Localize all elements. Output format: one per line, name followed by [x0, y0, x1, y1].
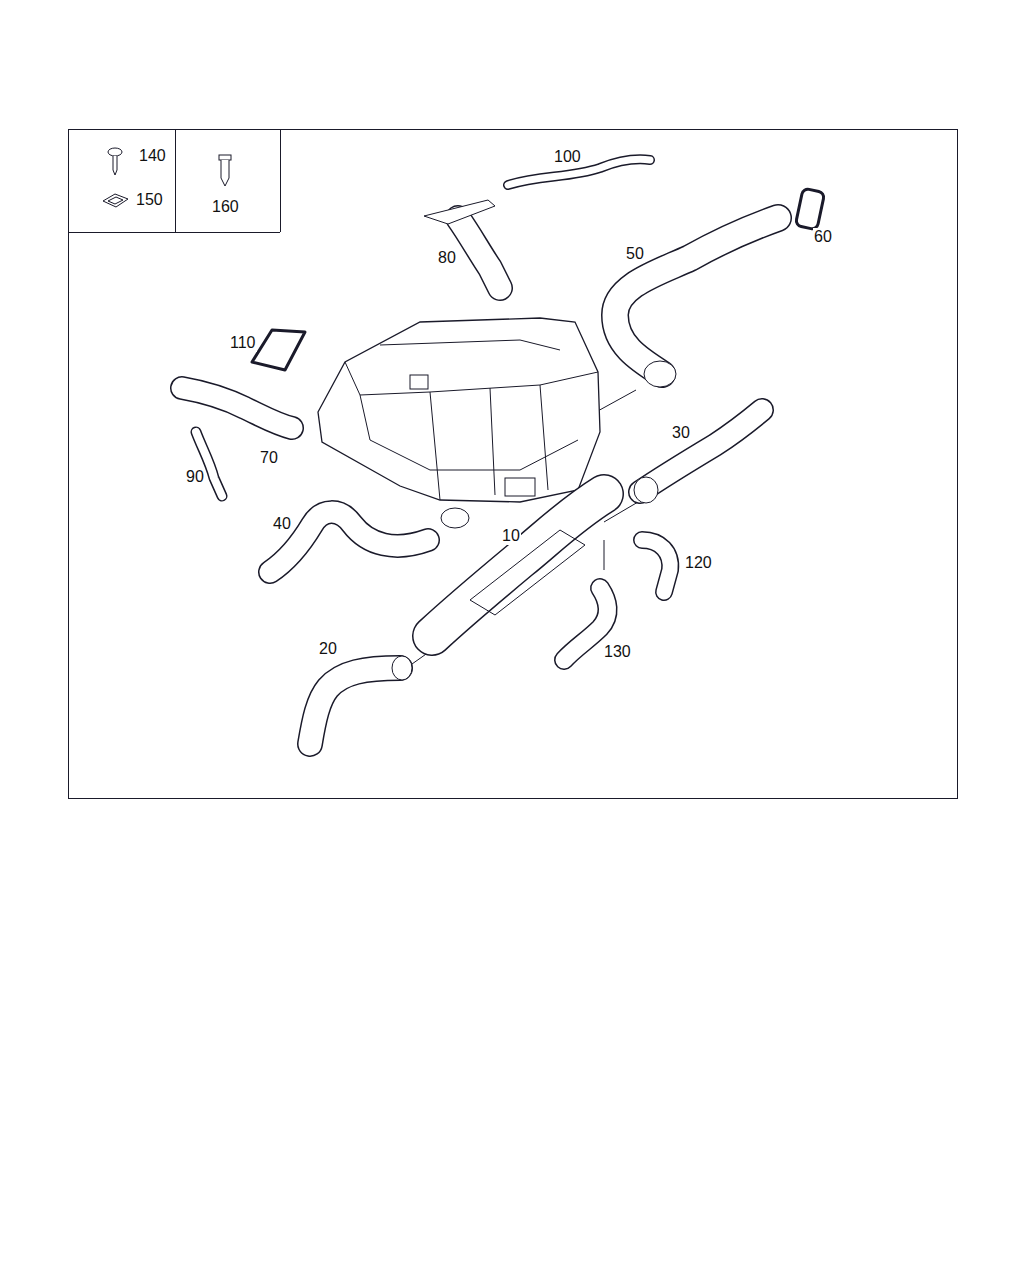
callout-number: 160	[211, 198, 240, 216]
callout-number: 90	[185, 468, 205, 486]
seal-ring	[252, 330, 305, 370]
callout-number: 70	[259, 449, 279, 467]
callout-number: 130	[603, 643, 632, 661]
cell-line	[175, 129, 176, 232]
callout-number: 40	[272, 515, 292, 533]
callout-number: 60	[813, 228, 833, 246]
callout-number: 100	[553, 148, 582, 166]
cell-line	[68, 232, 280, 233]
callout-number: 110	[229, 334, 257, 352]
callout-number: 80	[437, 249, 457, 267]
frame	[69, 130, 958, 799]
callout-number: 30	[671, 424, 691, 442]
seal-ring	[795, 188, 824, 230]
callout-number: 140	[138, 147, 167, 165]
rivet-symbol	[219, 155, 231, 186]
callout-number: 120	[684, 554, 713, 572]
callout-number: 20	[318, 640, 338, 658]
air-duct	[182, 159, 778, 744]
heater-housing	[318, 318, 600, 528]
callout-number: 150	[135, 191, 164, 209]
clip-symbol	[103, 194, 128, 207]
callout-number: 50	[625, 245, 645, 263]
cell-line	[280, 129, 281, 232]
callout-number: 10	[501, 527, 521, 545]
screw-symbol	[108, 148, 122, 175]
